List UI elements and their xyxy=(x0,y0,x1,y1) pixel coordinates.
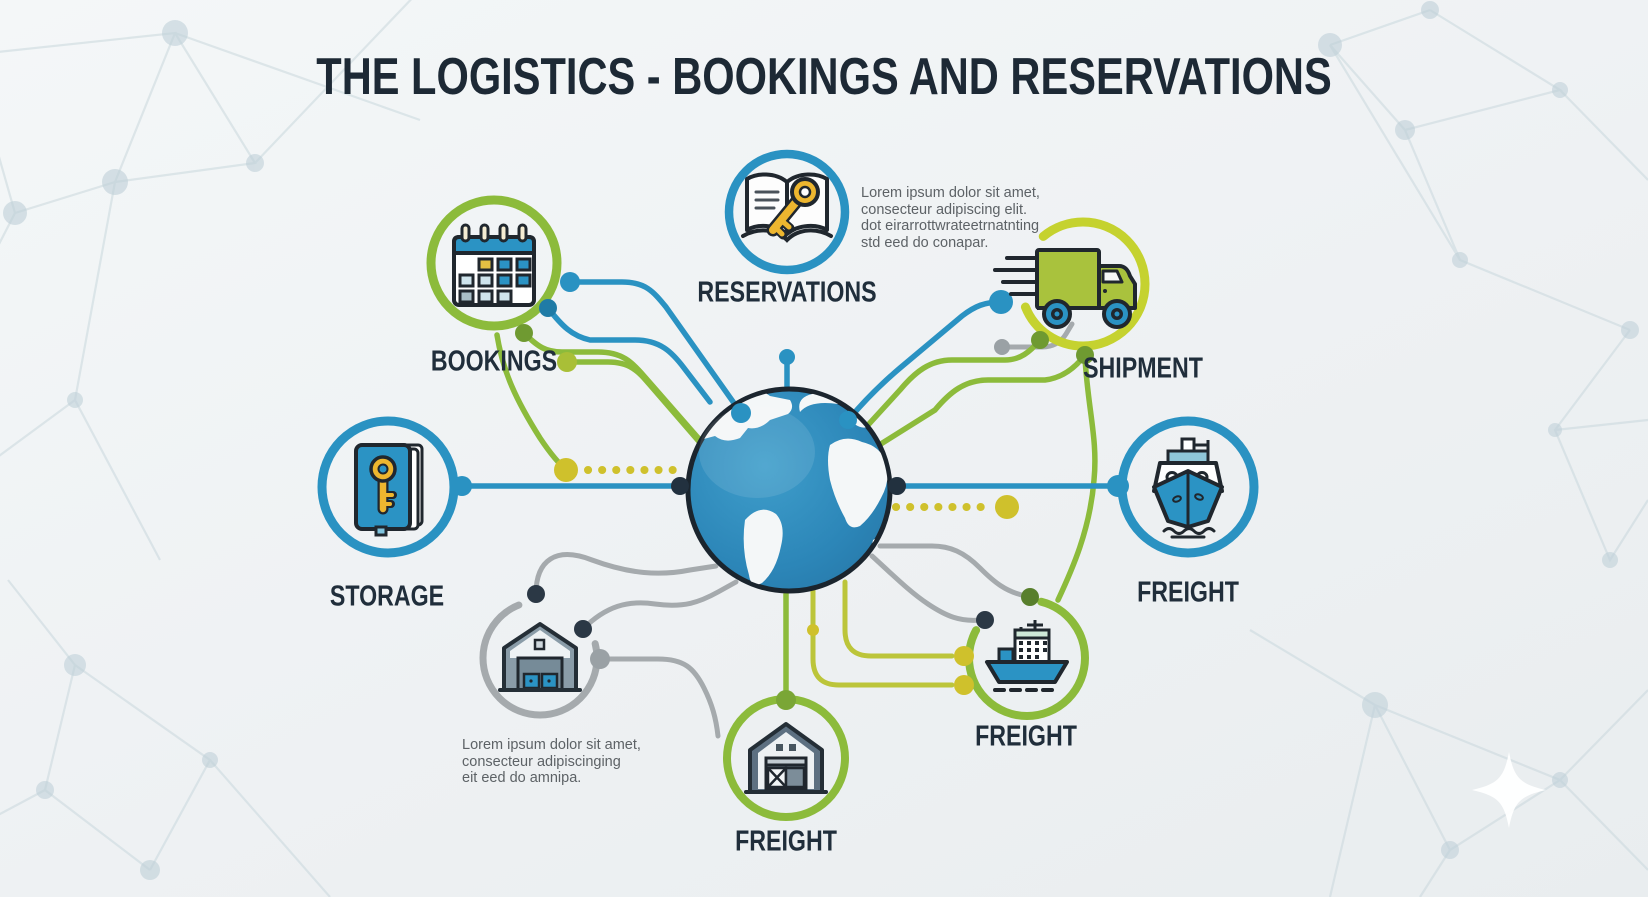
connector-dots xyxy=(452,272,1129,710)
node-reservations xyxy=(735,168,839,256)
annotation-line: consecteur adipiscing elit. xyxy=(861,201,1028,218)
label-storage: STORAGE xyxy=(329,580,445,613)
label-shipment: SHIPMENT xyxy=(1083,352,1203,385)
gray-connectors xyxy=(533,321,1075,739)
node-ring xyxy=(426,195,562,331)
node-warehouse xyxy=(492,616,588,702)
label-reservations: RESERVATIONS xyxy=(697,276,877,309)
node-freight-sea xyxy=(1140,437,1236,539)
sparkle-icon xyxy=(1472,752,1546,828)
node-bookings xyxy=(448,219,540,309)
label-freight-sea: FREIGHT xyxy=(1137,576,1239,609)
node-freight-warehouse xyxy=(738,716,834,802)
node-ring xyxy=(724,149,850,275)
annotation-bottom: Lorem ipsum dolor sit amet, consecteur a… xyxy=(462,737,641,787)
dotted-connectors xyxy=(584,466,994,511)
node-shipment xyxy=(993,238,1141,334)
node-storage xyxy=(348,439,428,537)
blue-connectors xyxy=(459,279,1121,489)
label-freight-vessel: FREIGHT xyxy=(975,720,1077,753)
annotation-line: Lorem ipsum dolor sit amet, xyxy=(861,185,1040,201)
node-freight-vessel xyxy=(979,618,1075,702)
green-connectors xyxy=(494,330,1098,699)
label-bookings: BOOKINGS xyxy=(430,345,558,378)
warehouse-icon xyxy=(744,722,828,794)
page-title: THE LOGISTICS - BOOKINGS AND RESERVATION… xyxy=(316,48,1332,106)
delivery-truck-icon xyxy=(993,248,1137,329)
cargo-vessel-icon xyxy=(985,620,1069,692)
annotation-line: Lorem ipsum dolor sit amet, xyxy=(462,737,641,753)
annotation-line: std eed do conapar. xyxy=(861,234,989,251)
warehouse-door-icon xyxy=(498,622,582,692)
node-ring xyxy=(1016,217,1150,351)
annotation-line: dot eirarrottwrateetrnatnting xyxy=(861,218,1040,234)
globe-icon xyxy=(685,386,893,594)
annotation-line: eit eed do amnipa. xyxy=(462,770,582,786)
yellow-connectors xyxy=(810,579,955,688)
label-freight-warehouse: FREIGHT xyxy=(735,825,837,858)
ship-bow-icon xyxy=(1152,437,1224,539)
open-book-key-icon xyxy=(741,172,833,243)
key-book-icon xyxy=(354,443,424,537)
annotation-top: Lorem ipsum dolor sit amet, consecteur a… xyxy=(861,185,1040,251)
annotation-line: consecteur adipiscinging xyxy=(462,753,621,770)
calendar-icon xyxy=(452,223,536,307)
